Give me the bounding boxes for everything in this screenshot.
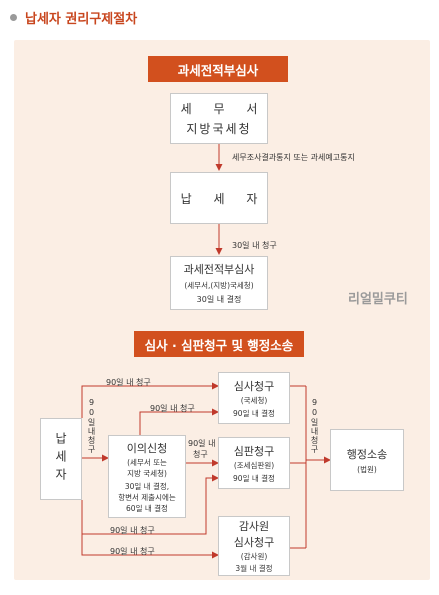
section-title: 납세자 권리구제절차 — [10, 8, 137, 27]
taxpayer-label-top: 납 세 자 — [180, 191, 267, 206]
lawsuit-title: 행정소송 — [346, 447, 388, 461]
label-top-90: 90일 내 청구 — [106, 378, 151, 387]
audit-request-sub: (감사원) — [240, 552, 268, 561]
tribunal-request-title: 심판청구 — [233, 444, 275, 458]
request-30-label: 30일 내 청구 — [232, 241, 277, 250]
pre-assessment-banner-text: 과세전적부심사 — [177, 62, 259, 78]
objection-deadline3: 60일 내 결정 — [126, 503, 168, 513]
arrow-taxpayer-to-audit — [81, 534, 219, 559]
appeal-banner: 심사 · 심판청구 및 행정소송 — [134, 331, 304, 357]
watermark-text: 리얼밀쿠티 — [348, 292, 408, 307]
objection-box: 이의신청 (세무서 또는 지방 국세청) 30일 내 결정, 항변서 제출시에는… — [108, 435, 186, 518]
review-box-deadline: 30일 내 결정 — [196, 295, 242, 304]
review-request-deadline: 90일 내 결정 — [233, 408, 275, 418]
label-objection-tribunal-2: 청구 — [193, 450, 208, 459]
label-bottom-90b: 90일 내 청구 — [110, 547, 155, 556]
label-bottom-90a: 90일 내 청구 — [110, 526, 155, 535]
tribunal-request-box: 심판청구 (조세심판원) 90일 내 결정 — [218, 437, 290, 489]
taxpayer-box-top: 납 세 자 — [170, 172, 268, 224]
review-box-title: 과세전적부심사 — [183, 263, 255, 276]
section-title-text: 납세자 권리구제절차 — [25, 12, 138, 27]
tribunal-request-deadline: 90일 내 결정 — [233, 473, 275, 483]
tribunal-request-sub: (조세심판원) — [233, 460, 275, 470]
taxpayer-box-bottom: 납세자 — [40, 418, 82, 500]
bullet-icon — [10, 14, 17, 21]
objection-deadline1: 30일 내 결정, — [124, 481, 170, 491]
review-request-box: 심사청구 (국세청) 90일 내 결정 — [218, 372, 290, 424]
tax-office-line2: 지방국세청 — [186, 122, 252, 136]
objection-title: 이의신청 — [126, 441, 168, 455]
audit-request-deadline: 3월 내 결정 — [235, 564, 273, 573]
review-request-title: 심사청구 — [233, 379, 275, 393]
arrow-taxpayer-to-tribunal — [81, 474, 219, 535]
audit-request-title2: 심사청구 — [233, 536, 275, 549]
label-mid-90: 90일 내 청구 — [150, 404, 195, 413]
lawsuit-box: 행정소송 (법원) — [330, 429, 404, 491]
label-left-vertical: 90일내청구 — [87, 398, 96, 454]
tax-office-line1: 세 무 서 — [180, 102, 267, 116]
notice-label: 세무조사결과통지 또는 과세예고통지 — [232, 153, 355, 162]
review-box-sub: (세무서,(지방)국세청) — [184, 281, 254, 290]
lawsuit-sub: (법원) — [357, 464, 377, 474]
audit-request-box: 감사원 심사청구 (감사원) 3월 내 결정 — [218, 516, 290, 576]
label-right-vertical: 90일내청구 — [310, 398, 319, 454]
pre-assessment-review-box: 과세전적부심사 (세무서,(지방)국세청) 30일 내 결정 — [170, 256, 268, 310]
pre-assessment-banner: 과세전적부심사 — [148, 56, 288, 82]
label-objection-tribunal-1: 90일 내 — [188, 439, 216, 448]
audit-request-title1: 감사원 — [238, 520, 270, 533]
review-request-sub: (국세청) — [240, 395, 268, 405]
arrow-taxpayer-to-review-request — [81, 382, 219, 418]
objection-deadline2: 항변서 제출시에는 — [118, 492, 176, 502]
appeal-banner-text: 심사 · 심판청구 및 행정소송 — [144, 337, 294, 353]
taxpayer-label-bottom: 납세자 — [53, 432, 68, 486]
tax-office-box: 세 무 서 지방국세청 — [170, 93, 268, 144]
objection-sub1: (세무서 또는 — [127, 457, 167, 467]
objection-sub2: 지방 국세청) — [127, 468, 167, 478]
arrow-objection-to-review-request — [139, 408, 219, 435]
